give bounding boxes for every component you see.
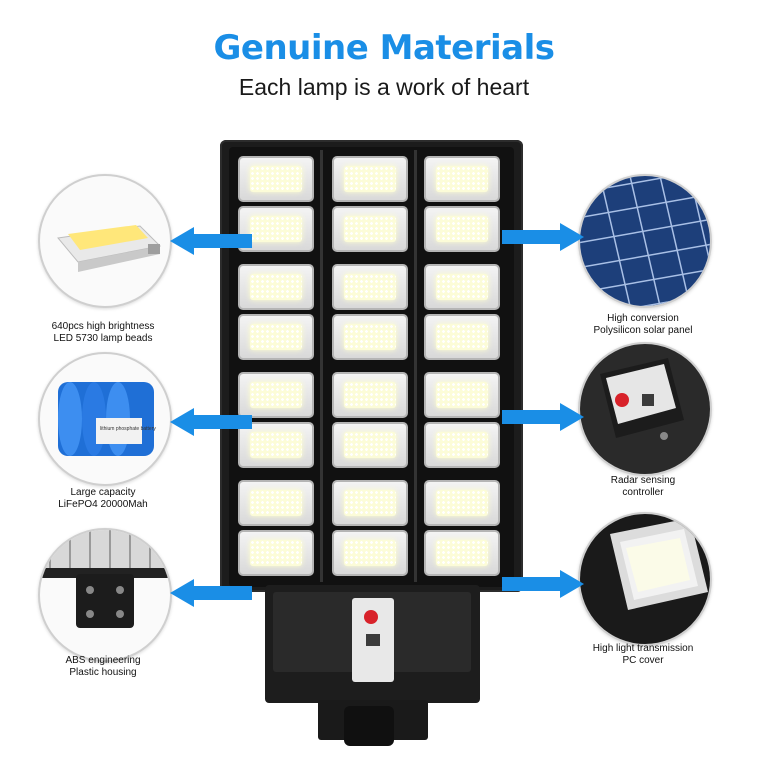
callout-radar	[578, 342, 712, 476]
led-module	[332, 264, 408, 360]
callout-solar	[578, 174, 712, 308]
led-panel	[332, 264, 408, 310]
led-array	[250, 274, 302, 300]
callout-housing	[38, 528, 172, 662]
led-panel	[332, 530, 408, 576]
led-panel	[238, 530, 314, 576]
led-module	[238, 480, 314, 576]
led-panel	[332, 206, 408, 252]
column-divider	[414, 150, 417, 582]
led-module	[424, 372, 500, 468]
led-module	[332, 372, 408, 468]
led-array	[436, 274, 488, 300]
led-panel	[424, 530, 500, 576]
sensor-window	[366, 634, 380, 646]
callout-cover	[578, 512, 712, 646]
led-array	[344, 216, 396, 242]
led-array	[436, 432, 488, 458]
callout-led	[38, 174, 172, 308]
led-array	[250, 382, 302, 408]
led-array	[344, 490, 396, 516]
led-array	[344, 540, 396, 566]
led-panel	[424, 206, 500, 252]
led-array	[436, 382, 488, 408]
callout-battery: lithium phosphate battery	[38, 352, 172, 486]
led-panel	[238, 314, 314, 360]
led-module	[238, 372, 314, 468]
radar-sensor-module	[352, 598, 394, 682]
led-array	[250, 490, 302, 516]
led-array	[436, 324, 488, 350]
led-module	[332, 480, 408, 576]
led-panel	[424, 314, 500, 360]
housing-bracket-icon	[40, 530, 170, 628]
led-array	[436, 166, 488, 192]
led-array	[344, 166, 396, 192]
led-array	[344, 324, 396, 350]
led-array	[250, 216, 302, 242]
led-bead-icon	[57, 225, 162, 272]
led-array	[344, 382, 396, 408]
led-array	[436, 490, 488, 516]
led-panel	[424, 264, 500, 310]
led-panel	[238, 156, 314, 202]
radar-sensor-icon	[580, 344, 710, 474]
led-panel	[332, 156, 408, 202]
led-module	[332, 156, 408, 252]
led-panel	[238, 372, 314, 418]
led-panel	[424, 156, 500, 202]
pole-socket	[344, 706, 394, 746]
column-divider	[320, 150, 323, 582]
led-panel	[332, 314, 408, 360]
led-module	[424, 156, 500, 252]
led-array	[436, 540, 488, 566]
led-panel	[332, 480, 408, 526]
led-module	[238, 264, 314, 360]
led-array	[250, 166, 302, 192]
page-subtitle: Each lamp is a work of heart	[238, 74, 530, 100]
led-panel	[424, 480, 500, 526]
led-panel	[332, 422, 408, 468]
led-module	[424, 264, 500, 360]
led-array	[344, 274, 396, 300]
led-module	[424, 480, 500, 576]
led-panel	[238, 480, 314, 526]
sensor-indicator	[364, 610, 378, 624]
led-array	[250, 540, 302, 566]
solar-panel-icon	[580, 176, 710, 306]
led-array	[436, 216, 488, 242]
led-panel	[424, 372, 500, 418]
page-title: Genuine Materials	[213, 28, 555, 68]
battery-icon: lithium phosphate battery	[58, 382, 156, 456]
pc-cover-icon	[580, 514, 710, 644]
led-panel	[238, 422, 314, 468]
battery-label: lithium phosphate battery	[100, 426, 156, 432]
led-panel	[332, 372, 408, 418]
led-module	[238, 156, 314, 252]
led-array	[250, 324, 302, 350]
led-panel	[238, 264, 314, 310]
led-panel	[238, 206, 314, 252]
led-panel	[424, 422, 500, 468]
led-array	[344, 432, 396, 458]
led-array	[250, 432, 302, 458]
